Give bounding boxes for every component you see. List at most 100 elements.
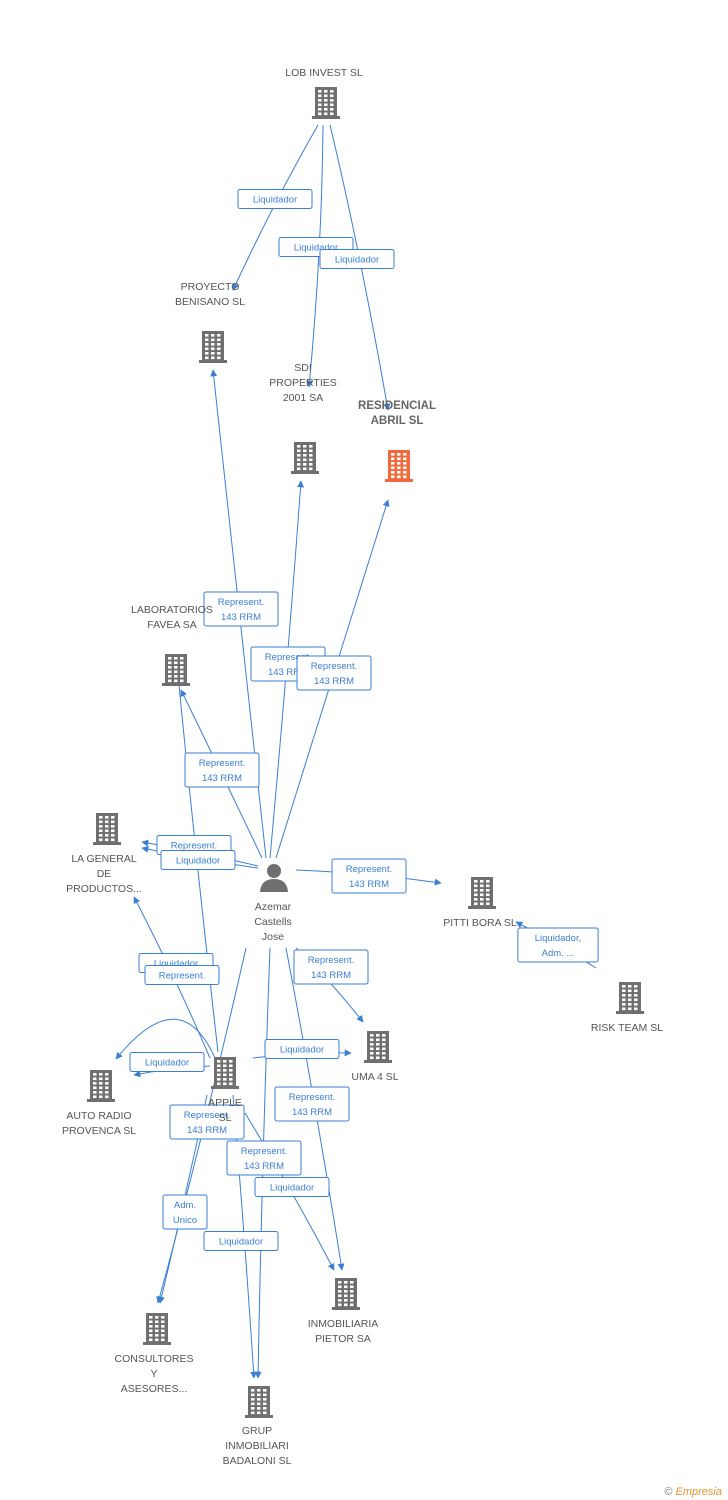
- edge-label-box: [162, 1194, 208, 1230]
- node-label: PITTI BORA SL: [443, 917, 517, 929]
- edge-label-box: [226, 1140, 302, 1176]
- edge-label-text: Represent.: [346, 864, 392, 875]
- edge-label: Represent.: [144, 965, 220, 985]
- node-consultores[interactable]: CONSULTORESYASESORES...: [115, 1313, 194, 1395]
- edge-label: Liquidador: [319, 249, 395, 269]
- node-inmobiliaria[interactable]: INMOBILIARIA PIETOR SA: [308, 1278, 379, 1345]
- edge-label-text: 143 RRM: [292, 1107, 332, 1118]
- edge-label-text: Represent.: [241, 1146, 287, 1157]
- node-label: 2001 SA: [283, 392, 323, 404]
- node-label: PIETOR SA: [315, 1333, 371, 1345]
- building-icon: [332, 1278, 360, 1310]
- building-icon: [291, 442, 319, 474]
- edge-label-box: [184, 752, 260, 788]
- edge-label: Liquidador: [160, 850, 236, 870]
- building-icon: [616, 982, 644, 1014]
- node-label: INMOBILIARIA: [308, 1318, 379, 1330]
- node-apple[interactable]: APPLE SL: [208, 1057, 242, 1124]
- node-label: RISK TEAM SL: [591, 1022, 663, 1034]
- edge-label-box: [264, 1039, 340, 1059]
- edge-label-text: Represent.: [289, 1092, 335, 1103]
- edge-label: Represent.143 RRM: [293, 949, 369, 985]
- building-icon: [245, 1386, 273, 1418]
- edge-label-box: [293, 949, 369, 985]
- brand-name: Empresia: [675, 1486, 722, 1498]
- node-label: GRUP: [242, 1425, 272, 1437]
- edge-label-box: [144, 965, 220, 985]
- node-uma4[interactable]: UMA 4 SL: [351, 1031, 399, 1083]
- edge-label-text: 143 RRM: [187, 1125, 227, 1136]
- node-lageneral[interactable]: LA GENERAL DE PRODUCTOS...: [66, 813, 142, 895]
- edge-label-text: Adm.: [174, 1200, 196, 1211]
- node-label: SDI: [294, 362, 312, 374]
- building-icon: [364, 1031, 392, 1063]
- edge-label-text: Represent.: [171, 841, 217, 852]
- edge-label-box: [203, 1231, 279, 1251]
- edge-label-box: [237, 189, 313, 209]
- edge-label: Liquidador: [237, 189, 313, 209]
- edge-label: Adm. Unico: [162, 1194, 208, 1230]
- building-icon: [162, 654, 190, 686]
- node-label: PRODUCTOS...: [66, 883, 142, 895]
- edge-label-box: [254, 1177, 330, 1197]
- copyright-icon: ©: [664, 1486, 673, 1498]
- node-label: DE: [97, 868, 112, 880]
- edge-label-text: Liquidador: [219, 1237, 263, 1248]
- node-label: PROYECTO: [181, 281, 240, 293]
- node-label: Jose: [262, 931, 284, 943]
- edge-label-text: Liquidador: [253, 195, 297, 206]
- edge-label-text: Unico: [173, 1215, 197, 1226]
- edge-label: Represent.143 RRM: [296, 655, 372, 691]
- edge-label-box: [160, 850, 236, 870]
- node-label: BADALONI SL: [223, 1455, 292, 1467]
- building-icon: [199, 331, 227, 363]
- edge-label-text: Liquidador,: [535, 933, 581, 944]
- edge-label-text: Liquidador: [335, 255, 379, 266]
- edge-label-text: Adm. ...: [542, 948, 575, 959]
- node-label: CONSULTORES: [115, 1353, 194, 1365]
- edge-label-box: [319, 249, 395, 269]
- node-pittibora[interactable]: PITTI BORA SL: [443, 877, 517, 929]
- edge-label-text: 143 RRM: [268, 667, 308, 678]
- edge-label-text: Liquidador: [176, 856, 220, 867]
- edge-label-text: Represent.: [199, 758, 245, 769]
- node-grup[interactable]: GRUP INMOBILIARI BADALONI SL: [223, 1386, 292, 1467]
- node-label: Azemar: [255, 901, 292, 913]
- node-label: UMA 4 SL: [351, 1071, 398, 1083]
- footer-brand: © Empresia: [664, 1486, 722, 1498]
- node-riskteam[interactable]: RISK TEAM SL: [591, 982, 663, 1034]
- edge-label: Represent.143 RRM: [203, 591, 279, 627]
- edge-label-text: 143 RRM: [244, 1161, 284, 1172]
- edge-apple-to-autoradio: [115, 1018, 216, 1060]
- building-icon: [93, 813, 121, 845]
- node-label: LABORATORIOS: [131, 604, 213, 616]
- edge-label: Represent. 143 RRM: [226, 1140, 302, 1176]
- node-label: INMOBILIARI: [225, 1440, 289, 1452]
- building-icon: [468, 877, 496, 909]
- edge-label: Represent. 143 RRM: [184, 752, 260, 788]
- edge-label-text: 143 RRM: [314, 676, 354, 687]
- node-label: APPLE: [208, 1097, 242, 1109]
- edge-label-box: [203, 591, 279, 627]
- node-lob[interactable]: LOB INVEST SL: [285, 67, 363, 119]
- edge-label-text: 143 RRM: [202, 773, 242, 784]
- node-label: LA GENERAL: [71, 853, 137, 865]
- edge-label: Liquidador: [254, 1177, 330, 1197]
- edge-label-text: Liquidador: [270, 1183, 314, 1194]
- edge-label-text: 143 RRM: [311, 970, 351, 981]
- edge-label-box: [169, 1104, 245, 1140]
- node-label: AUTO RADIO: [66, 1110, 131, 1122]
- building-icon: [312, 87, 340, 119]
- node-label: SL: [219, 1112, 232, 1124]
- edge-label-text: Liquidador: [280, 1045, 324, 1056]
- edge-label: Liquidador, Adm. ...: [517, 927, 599, 963]
- building-icon: [211, 1057, 239, 1089]
- building-icon: [385, 450, 413, 482]
